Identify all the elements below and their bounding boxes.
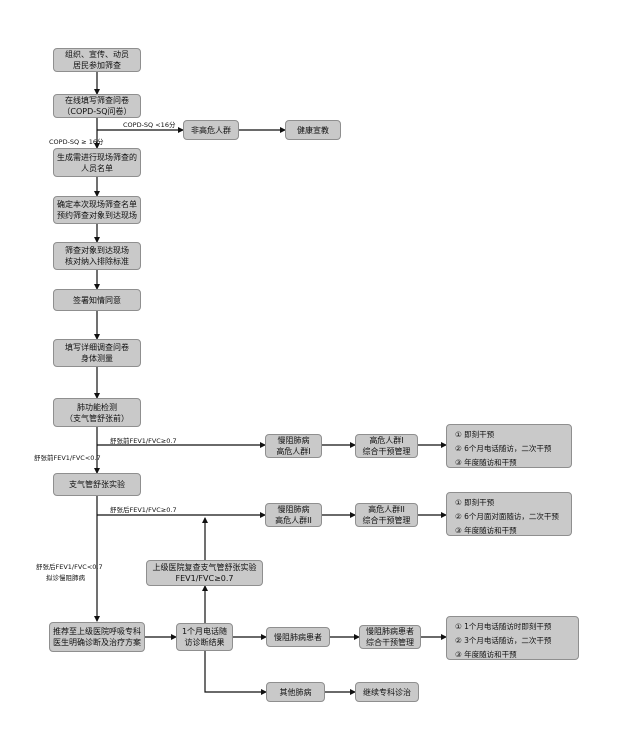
confirm-line1: 确定本次现场筛查名单 — [57, 200, 137, 209]
followup-box: 1个月电话随访诊断结果 — [176, 623, 233, 651]
confirm-box: 确定本次现场筛查名单预约筛查对象到达现场 — [53, 196, 141, 224]
patient-label: 慢阻肺病患者 — [274, 632, 322, 642]
label-post-lt: 舒张后FEV1/FVC<0.7 — [36, 563, 103, 571]
label-pre-lt: 舒张前FEV1/FVC<0.7 — [34, 454, 101, 462]
highrisk2-line1: 慢阻肺病 — [277, 505, 310, 514]
recheck-line1: 上级医院复查支气管舒张实验 — [152, 563, 257, 572]
namelist-line2: 人员名单 — [81, 163, 113, 173]
nonhigh-label: 非高危人群 — [191, 125, 231, 135]
highrisk2-box: 慢阻肺病高危人群II — [265, 503, 322, 527]
arrive-line2: 核对纳入排除标准 — [65, 257, 129, 266]
arrive-line1: 筛查对象到达现场 — [65, 246, 129, 255]
other-box: 其他肺病 — [266, 682, 325, 702]
lungfunc-line1: 肺功能检测 — [77, 402, 117, 412]
list1-item1: ① 即刻干预 — [455, 430, 495, 439]
mgmt3-line1: 慢阻肺病患者 — [366, 627, 414, 636]
refer-line2: 医生明确诊断及治疗方案 — [53, 638, 141, 647]
list1-item3: ③ 年度随访和干预 — [455, 458, 517, 467]
specialty-box: 继续专科诊治 — [355, 682, 419, 702]
arrive-box: 筛查对象到达现场核对纳入排除标准 — [53, 242, 141, 270]
mgmt3-line2: 综合干预管理 — [366, 638, 414, 647]
organize-line2: 居民参加筛查 — [73, 61, 121, 70]
other-label: 其他肺病 — [279, 687, 312, 697]
survey-box: 填写详细调查问卷身体测量 — [53, 339, 141, 367]
questionnaire-box: 在线填写筛查问卷 （COPD-SQ问卷） — [53, 94, 141, 118]
questionnaire-line2: （COPD-SQ问卷） — [62, 107, 132, 116]
recheck-box: 上级医院复查支气管舒张实验 FEV1/FVC≥0.7 — [146, 560, 263, 586]
recheck-line2: FEV1/FVC≥0.7 — [175, 574, 234, 583]
patient-box: 慢阻肺病患者 — [266, 627, 330, 647]
highrisk1-line2: 高危人群I — [276, 447, 311, 456]
list1-item2: ② 6个月电话随访，二次干预 — [455, 444, 552, 453]
lungfunc-box: 肺功能检测（支气管舒张前） — [53, 398, 141, 427]
mgmt2-line1: 高危人群II — [368, 505, 405, 514]
health-edu-box: 健康宣教 — [285, 120, 341, 140]
lungfunc-line2: （支气管舒张前） — [65, 413, 129, 423]
questionnaire-line1: 在线填写筛查问卷 — [64, 96, 129, 105]
bronch-box: 支气管舒张实验 — [53, 473, 141, 496]
list2-item2: ② 6个月面对面随访，二次干预 — [455, 512, 559, 521]
intervention-list-3: ① 1个月电话随访时即刻干预 ② 3个月电话随访，二次干预 ③ 年度随访和干预 — [446, 616, 579, 660]
survey-line2: 身体测量 — [81, 354, 113, 363]
highrisk1-box: 慢阻肺病高危人群I — [265, 434, 322, 458]
list2-item1: ① 即刻干预 — [455, 498, 495, 507]
health-edu-label: 健康宣教 — [297, 125, 329, 135]
highrisk1-line1: 慢阻肺病 — [277, 436, 310, 445]
bronch-label: 支气管舒张实验 — [69, 480, 125, 489]
organize-box: 组织、宣传、动员居民参加筛查 — [53, 48, 141, 72]
mgmt2-line2: 综合干预管理 — [362, 516, 411, 525]
followup-line2: 访诊断结果 — [184, 638, 225, 647]
label-suspect: 拟诊慢阻肺病 — [46, 574, 85, 582]
label-sq-low: COPD-SQ <16分 — [123, 121, 176, 129]
list2-item3: ③ 年度随访和干预 — [455, 526, 517, 535]
list3-item2: ② 3个月电话随访，二次干预 — [455, 636, 552, 645]
survey-line1: 填写详细调查问卷 — [65, 343, 129, 352]
arrow-followup-other — [204, 651, 267, 695]
intervention-list-2: ① 即刻干预 ② 6个月面对面随访，二次干预 ③ 年度随访和干预 — [446, 492, 572, 536]
mgmt2-box: 高危人群II 综合干预管理 — [355, 503, 418, 527]
mgmt3-box: 慢阻肺病患者综合干预管理 — [359, 625, 421, 649]
list3-item1: ① 1个月电话随访时即刻干预 — [455, 622, 552, 631]
label-pre-ge: 舒张前FEV1/FVC≥0.7 — [110, 437, 177, 445]
namelist-box: 生成需进行现场筛查的人员名单 — [53, 148, 141, 177]
label-post-ge: 舒张后FEV1/FVC≥0.7 — [110, 506, 177, 514]
refer-line1: 推荐至上级医院呼吸专科 — [53, 627, 141, 636]
specialty-label: 继续专科诊治 — [363, 687, 411, 697]
followup-line1: 1个月电话随 — [181, 627, 228, 636]
mgmt1-line2: 综合干预管理 — [362, 447, 411, 456]
list3-item3: ③ 年度随访和干预 — [455, 650, 517, 659]
mgmt1-line1: 高危人群I — [369, 436, 404, 445]
intervention-list-1: ① 即刻干预 ② 6个月电话随访，二次干预 ③ 年度随访和干预 — [446, 424, 572, 468]
consent-box: 签署知情同意 — [53, 289, 141, 311]
highrisk2-line2: 高危人群II — [275, 516, 312, 525]
nonhigh-box: 非高危人群 — [183, 120, 239, 140]
confirm-line2: 预约筛查对象到达现场 — [57, 211, 137, 220]
label-sq-high: COPD-SQ ≥ 16分 — [49, 138, 104, 146]
consent-label: 签署知情同意 — [73, 295, 121, 305]
namelist-line1: 生成需进行现场筛查的 — [57, 152, 137, 162]
mgmt1-box: 高危人群I 综合干预管理 — [355, 434, 418, 458]
refer-box: 推荐至上级医院呼吸专科医生明确诊断及治疗方案 — [49, 622, 145, 652]
organize-line1: 组织、宣传、动员 — [65, 50, 129, 59]
